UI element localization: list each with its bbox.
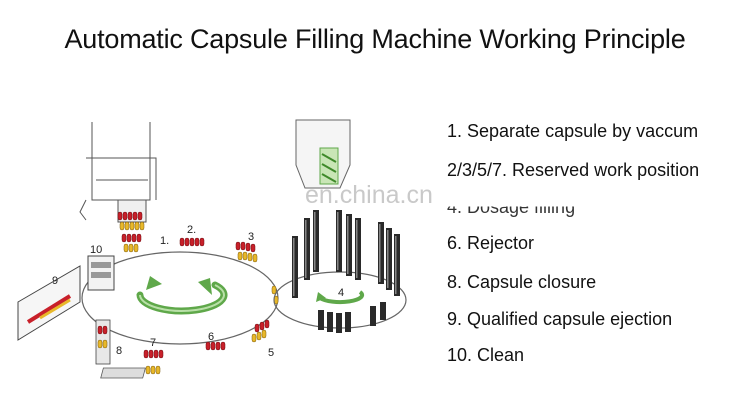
feeder-capsules <box>117 211 145 253</box>
station-label-5: 5 <box>268 347 274 359</box>
station-label-6: 6 <box>208 331 214 343</box>
step-8: 8. Capsule closure <box>447 272 597 292</box>
station-label-9: 9 <box>52 275 58 287</box>
dosing-rotation-arrow <box>316 290 365 305</box>
dosing-hopper <box>295 119 351 189</box>
hopper-feeder <box>79 122 157 223</box>
closure-block <box>95 319 111 365</box>
step-10: 10. Clean <box>447 345 525 365</box>
dosing-rods <box>292 210 400 298</box>
station-label-4: 4 <box>338 287 344 299</box>
station-5-capsules <box>251 319 270 343</box>
diagram-title: Automatic Capsule Filling Machine Workin… <box>64 24 686 54</box>
step-1: 1. Separate capsule by vaccum <box>447 121 699 141</box>
watermark: en.china.cn <box>305 181 433 209</box>
station-label-3: 3 <box>248 231 254 243</box>
station-label-7: 7 <box>150 337 156 349</box>
step-2: 2/3/5/7. Reserved work position <box>447 160 700 180</box>
station-7-capsules <box>143 349 164 375</box>
station-label-1: 1. <box>160 235 169 247</box>
station-2-capsules <box>179 237 205 247</box>
step-4: 4. Dosage filling <box>447 197 576 217</box>
cleaner-box <box>87 255 115 291</box>
dosing-tubes <box>318 302 386 333</box>
rotation-arrow <box>136 276 228 315</box>
station-6-capsules <box>100 341 226 379</box>
station-3-capsules <box>235 241 258 263</box>
step-6: 6. Rejector <box>447 233 535 253</box>
station-label-2: 2. <box>187 224 196 236</box>
station-label-10: 10 <box>90 244 102 256</box>
ejection-chute <box>17 265 81 341</box>
step-9: 9. Qualified capsule ejection <box>447 309 673 329</box>
station-label-8: 8 <box>116 345 122 357</box>
